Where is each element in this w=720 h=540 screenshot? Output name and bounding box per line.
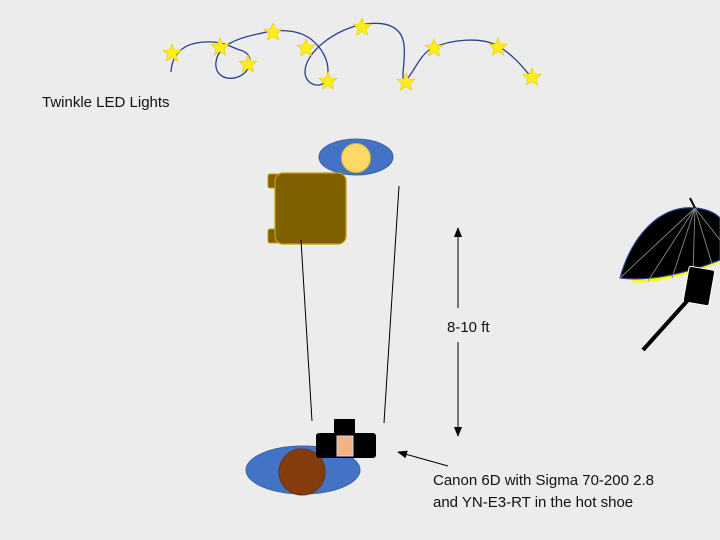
umbrella-stand (641, 298, 690, 352)
umbrella-canopy (619, 207, 720, 280)
star-icon (162, 43, 182, 62)
led-string (162, 17, 542, 91)
subject-top (318, 138, 394, 176)
camera-icon (316, 419, 376, 458)
star-icon (352, 17, 372, 36)
camera-label: Canon 6D with Sigma 70-200 2.8 and YN-E3… (433, 470, 654, 514)
sight-lines (300, 185, 400, 424)
star-icon (424, 38, 444, 57)
backdrop (267, 172, 347, 245)
umbrella-light-icon (619, 197, 720, 352)
twinkle-lights-label: Twinkle LED Lights (42, 94, 170, 111)
star-icon (488, 37, 508, 56)
star-icon (318, 71, 338, 90)
subject-bottom-head (278, 448, 326, 496)
sight-line-left (300, 239, 313, 422)
backdrop-box (274, 172, 347, 245)
subject-top-head (341, 143, 371, 173)
camera-pointer-arrow (397, 450, 449, 467)
umbrella-flash-head (682, 265, 716, 307)
distance-label: 8-10 ft (447, 319, 490, 336)
camera-label-line2: and YN-E3-RT in the hot shoe (433, 494, 634, 511)
sight-line-right (383, 185, 400, 424)
camera-label-line1: Canon 6D with Sigma 70-200 2.8 (433, 472, 654, 489)
camera-flash-window (336, 435, 354, 457)
star-icon (396, 72, 416, 91)
star-icon (263, 22, 283, 41)
